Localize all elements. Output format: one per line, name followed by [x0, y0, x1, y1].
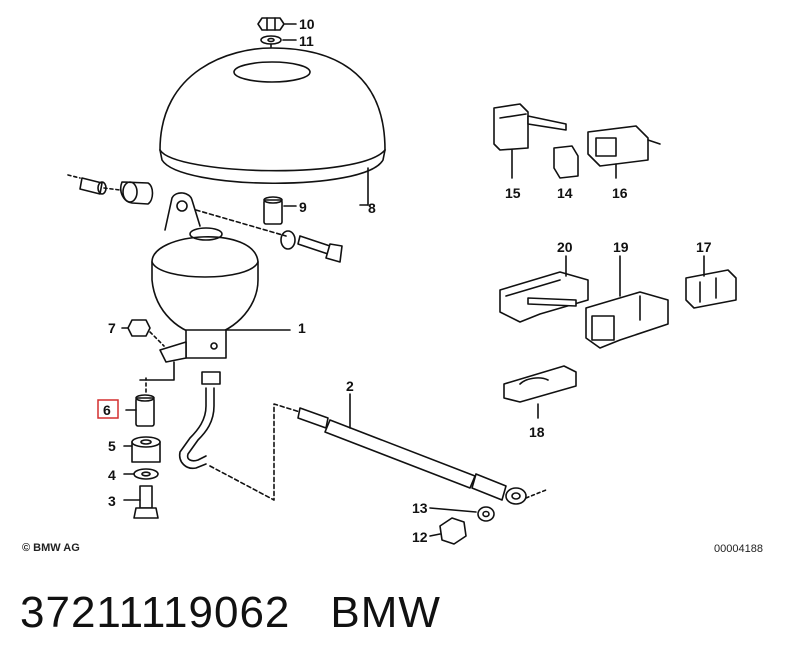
- part-15-clip: [493, 103, 567, 151]
- part-label-18: 18: [529, 424, 545, 440]
- part-13-washer: [477, 506, 495, 522]
- caption: 37211119062 BMW: [20, 588, 780, 648]
- part-1-accumulator: [151, 192, 259, 363]
- part-6-sleeve: [135, 394, 155, 427]
- part-label-9: 9: [299, 199, 307, 215]
- diagram-code: 00004188: [714, 543, 763, 555]
- part-11-washer: [260, 35, 282, 45]
- part-number: 37211119062: [20, 588, 291, 637]
- part-20-clamp: [499, 271, 589, 323]
- part-19-holder: [585, 291, 669, 349]
- part-4-washer: [133, 468, 159, 480]
- part-9-spacer: [263, 196, 283, 225]
- part-label-6: 6: [103, 402, 111, 418]
- part-label-2: 2: [346, 378, 354, 394]
- highlight-box: [97, 399, 119, 419]
- part-label-17: 17: [696, 239, 712, 255]
- part-label-20: 20: [557, 239, 573, 255]
- part-bolt-bracket: [280, 230, 343, 263]
- part-label-14: 14: [557, 185, 573, 201]
- brand-name: BMW: [330, 588, 441, 637]
- part-label-1: 1: [298, 320, 306, 336]
- part-sleeve-upper: [79, 177, 107, 195]
- part-label-10: 10: [299, 16, 315, 32]
- part-label-8: 8: [368, 200, 376, 216]
- part-3-bolt: [133, 485, 159, 519]
- part-label-15: 15: [505, 185, 521, 201]
- part-label-16: 16: [612, 185, 628, 201]
- part-17-clip: [685, 269, 737, 309]
- part-14-clip: [553, 145, 579, 179]
- part-12-nut: [439, 517, 467, 545]
- part-5-rubber-mount: [131, 436, 161, 463]
- part-10-nut: [257, 17, 285, 31]
- part-7-nut: [127, 319, 151, 337]
- part-label-5: 5: [108, 438, 116, 454]
- part-label-19: 19: [613, 239, 629, 255]
- part-label-7: 7: [108, 320, 116, 336]
- copyright-text: © BMW AG: [22, 542, 80, 554]
- pipe-line: [178, 371, 221, 470]
- part-label-12: 12: [412, 529, 428, 545]
- part-2-hose: [297, 407, 527, 505]
- part-label-11: 11: [299, 33, 314, 49]
- part-label-3: 3: [108, 493, 116, 509]
- part-16-holder: [587, 125, 661, 167]
- part-rubber-bushing-upper: [119, 181, 154, 205]
- part-18-clip: [503, 365, 577, 403]
- part-label-4: 4: [108, 467, 116, 483]
- part-8-cover: [159, 47, 386, 185]
- part-label-13: 13: [412, 500, 428, 516]
